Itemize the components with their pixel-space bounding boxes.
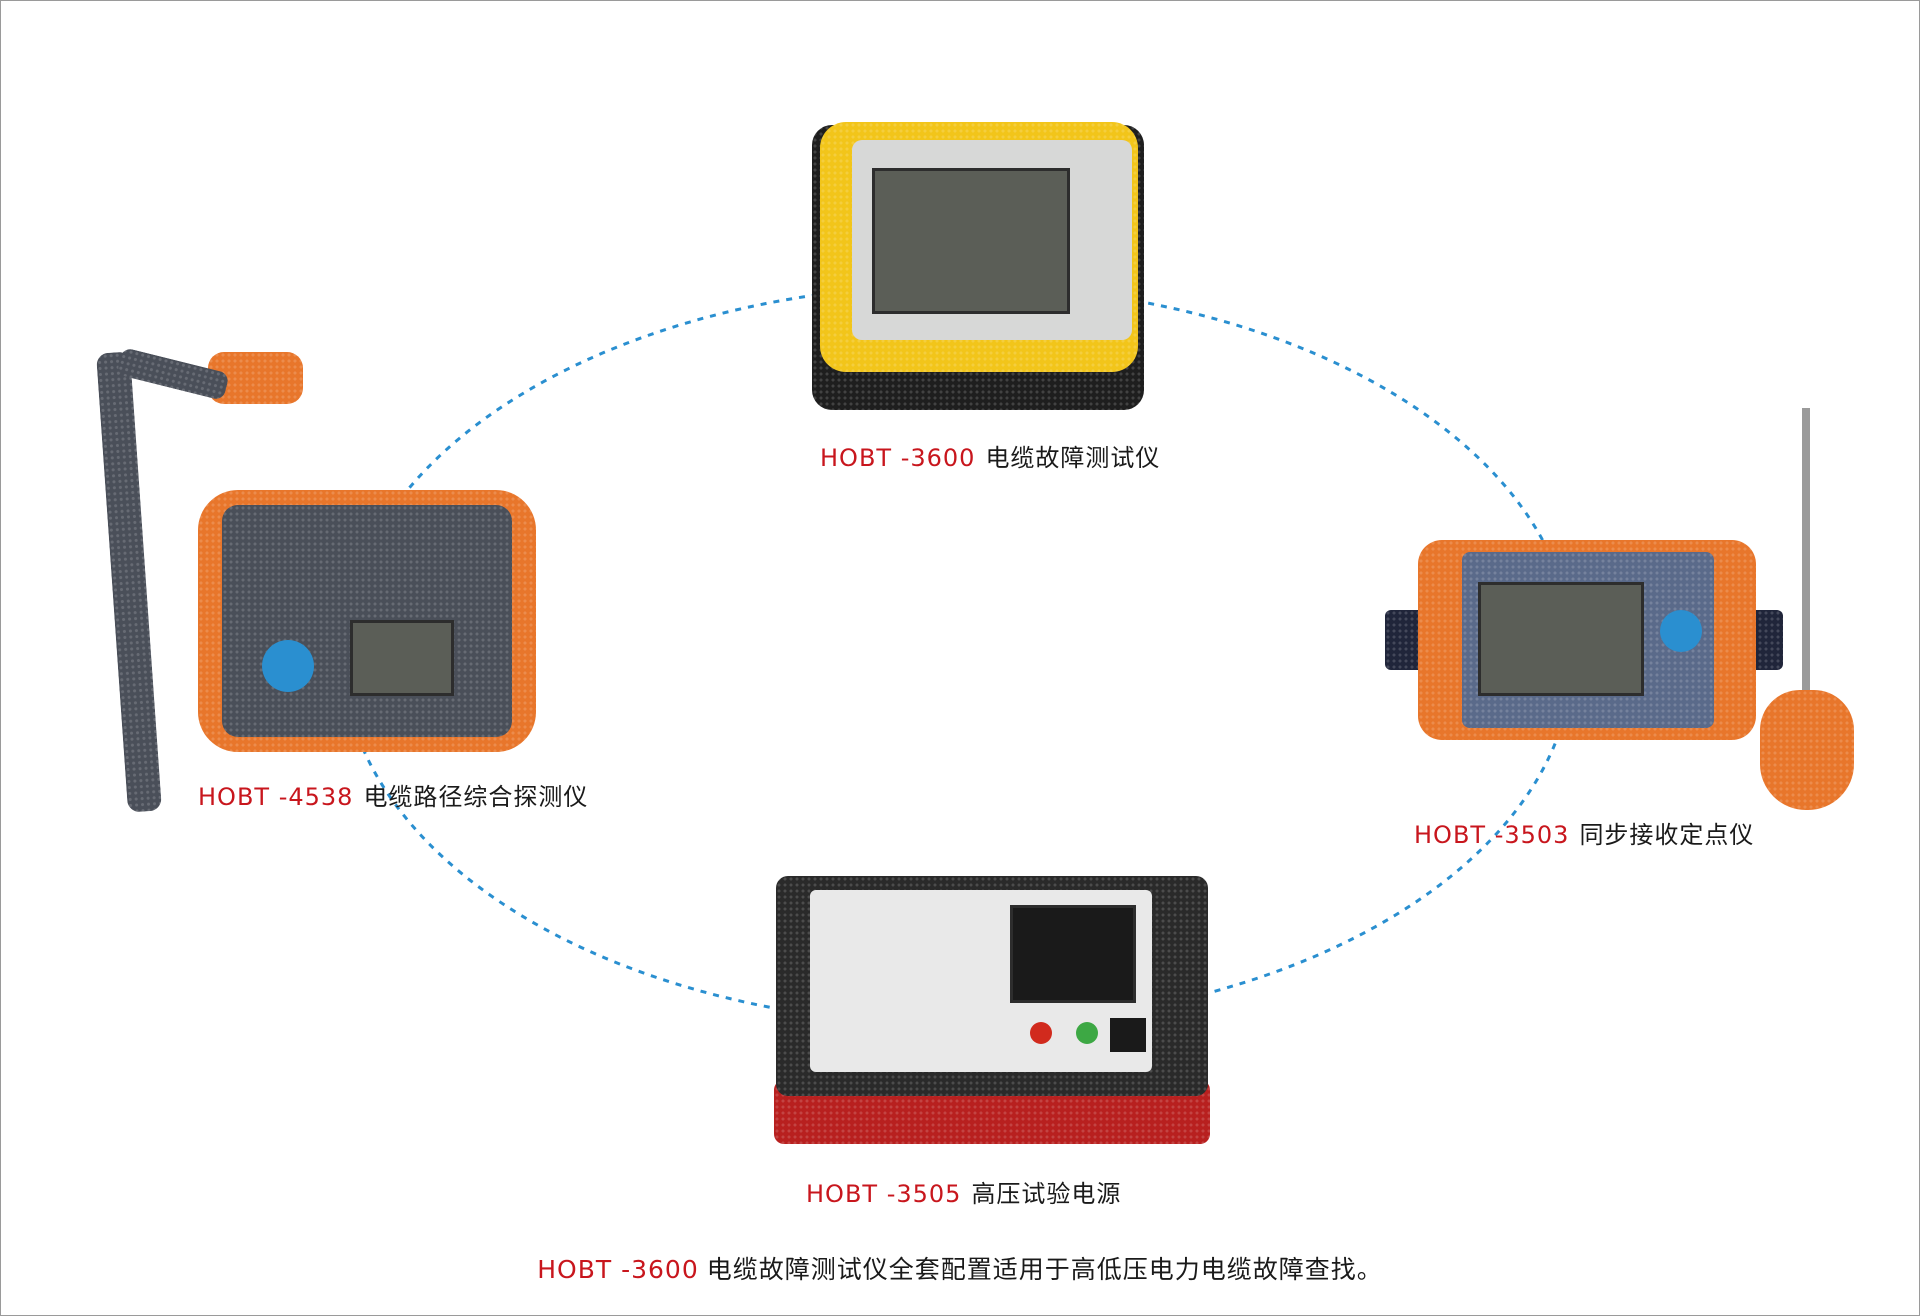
probe-head: [208, 352, 303, 404]
device-screen: [350, 620, 454, 696]
device-keypad: [1660, 610, 1702, 652]
device-meter: [1010, 905, 1136, 1003]
sensor-base: [1760, 690, 1854, 810]
sensor-rod: [1802, 408, 1810, 698]
device-screen: [1478, 582, 1644, 696]
power-switch: [1110, 1018, 1146, 1052]
indicator-red: [1030, 1022, 1052, 1044]
device-keypad: [262, 640, 314, 692]
device-screen: [872, 168, 1070, 314]
indicator-green: [1076, 1022, 1098, 1044]
